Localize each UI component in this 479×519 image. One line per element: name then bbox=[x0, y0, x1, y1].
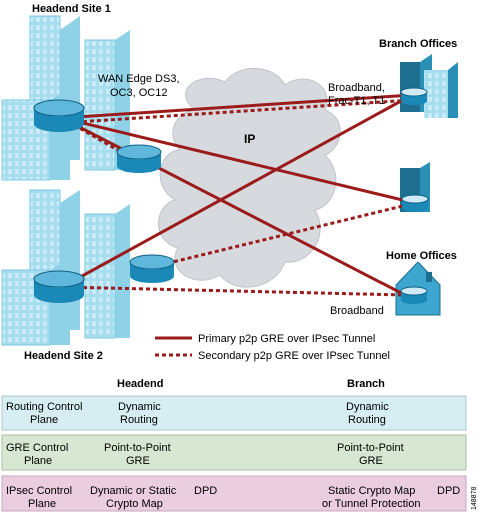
legend: Primary p2p GRE over IPsec Tunnel Second… bbox=[155, 333, 390, 362]
row-ipsec-branch-1: Static Crypto Map bbox=[328, 485, 415, 497]
legend-primary-label: Primary p2p GRE over IPsec Tunnel bbox=[198, 333, 375, 345]
wan-edge-label-line2: OC3, OC12 bbox=[110, 87, 167, 99]
row-gre-label-2: Plane bbox=[24, 455, 52, 467]
router-headend-1-a bbox=[33, 99, 85, 132]
figure-id: 148878 bbox=[471, 487, 478, 510]
wan-edge-label-line1: WAN Edge DS3, bbox=[98, 73, 180, 85]
row-gre-branch-1: Point-to-Point bbox=[337, 442, 404, 454]
branch-office-building-1 bbox=[400, 54, 458, 118]
row-ipsec-headend-1: Dynamic or Static bbox=[90, 485, 177, 497]
row-routing-branch-2: Routing bbox=[348, 414, 386, 426]
branch-link-label-line2: Frac-T1, T1 bbox=[328, 95, 385, 107]
home-link-label: Broadband bbox=[330, 305, 384, 317]
secondary-tunnel-hs2-home bbox=[61, 285, 406, 297]
headend-site-2-building bbox=[1, 189, 130, 346]
ip-cloud-label: IP bbox=[244, 132, 255, 146]
router-headend-1-b bbox=[116, 144, 162, 173]
headend-site-2-label: Headend Site 2 bbox=[24, 350, 103, 362]
primary-tunnel-hs1-home bbox=[61, 116, 406, 297]
table-header-headend: Headend bbox=[117, 378, 163, 390]
row-routing-label-2: Plane bbox=[30, 414, 58, 426]
row-routing-headend-1: Dynamic bbox=[118, 401, 161, 413]
legend-secondary-label: Secondary p2p GRE over IPsec Tunnel bbox=[198, 350, 390, 362]
router-headend-2-b bbox=[129, 254, 175, 283]
row-ipsec-headend-2: Crypto Map bbox=[106, 498, 163, 510]
row-ipsec-label-1: IPsec Control bbox=[6, 485, 72, 497]
row-ipsec-branch-2: or Tunnel Protection bbox=[322, 498, 420, 510]
branch-offices-label: Branch Offices bbox=[379, 38, 457, 50]
ip-cloud bbox=[158, 68, 341, 288]
row-gre-headend-1: Point-to-Point bbox=[104, 442, 171, 454]
secondary-tunnel-hs2-branch2 bbox=[139, 201, 416, 272]
headend-site-1-label: Headend Site 1 bbox=[32, 3, 111, 15]
primary-tunnel-hs2-branch1 bbox=[61, 93, 413, 289]
row-ipsec-branch-extra: DPD bbox=[437, 485, 460, 497]
tunnels bbox=[61, 93, 416, 297]
router-headend-2-a bbox=[33, 270, 85, 303]
row-routing-label-1: Routing Control bbox=[6, 401, 82, 413]
table-row-ipsec bbox=[1, 475, 467, 512]
router-branch-2 bbox=[401, 194, 429, 212]
row-gre-headend-2: GRE bbox=[126, 455, 150, 467]
row-gre-branch-2: GRE bbox=[359, 455, 383, 467]
secondary-tunnel-hs1-branch1 bbox=[61, 98, 413, 125]
table-row-routing bbox=[1, 395, 467, 431]
router-branch-1 bbox=[400, 87, 428, 105]
table-header-branch: Branch bbox=[347, 378, 385, 390]
home-offices-label: Home Offices bbox=[386, 250, 457, 262]
row-ipsec-label-2: Plane bbox=[28, 498, 56, 510]
primary-tunnel-hs1-branch1 bbox=[61, 93, 413, 120]
row-ipsec-headend-extra: DPD bbox=[194, 485, 217, 497]
router-home bbox=[400, 286, 428, 304]
row-routing-branch-1: Dynamic bbox=[346, 401, 389, 413]
branch-link-label-line1: Broadband, bbox=[328, 82, 385, 94]
primary-tunnel-hs1-branch2 bbox=[61, 116, 416, 205]
row-gre-label-1: GRE Control bbox=[6, 442, 68, 454]
row-routing-headend-2: Routing bbox=[120, 414, 158, 426]
table-row-gre bbox=[1, 434, 467, 471]
control-plane-table: Headend Branch Routing Control Plane Dyn… bbox=[1, 378, 467, 512]
